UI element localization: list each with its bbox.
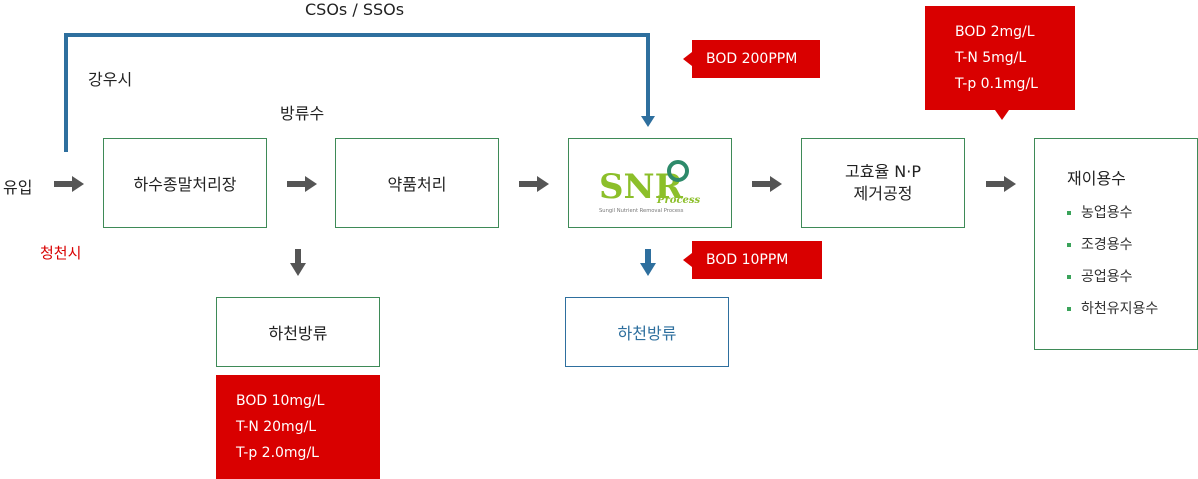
wwtp-box: 하수종말처리장 [103,138,267,228]
inflow-label: 유입 [3,178,33,197]
arrow-chemical-to-snr [519,176,549,192]
arrow-wwtp-to-chemical [287,176,317,192]
arrow-inflow [54,176,84,192]
bullet-icon [1067,243,1071,247]
np-removal-label-line1: 고효율 N·P [845,162,921,181]
reuse-quality-callout: BOD 2mg/L T-N 5mg/L T-p 0.1mg/L [925,6,1075,120]
bod-10-callout: BOD 10PPM [683,241,822,279]
river-discharge-box-1: 하천방류 [216,297,380,367]
reuse-water-box: 재이용수 농업용수 조경용수 공업용수 하천유지용수 [1034,138,1198,350]
chemical-treatment-label: 약품처리 [387,175,447,194]
bypass-arrowhead [641,116,655,127]
snr-logo-ring [667,160,689,182]
bypass-label: CSOs / SSOs [305,0,405,19]
arrow-snr-to-np [752,176,782,192]
snr-logo: SNR Process Sungil Nutrient Removal Proc… [599,160,701,214]
river-discharge-box-2: 하천방류 [565,297,729,367]
reuse-item: 농업용수 [1067,197,1158,229]
reuse-item: 하천유지용수 [1067,293,1158,325]
reuse-list: 농업용수 조경용수 공업용수 하천유지용수 [1067,197,1158,325]
arrow-wwtp-down [290,249,306,276]
arrow-np-to-reuse [986,176,1016,192]
bypass-line [64,33,650,152]
snr-logo-subtitle: Sungil Nutrient Removal Process [599,208,684,214]
arrow-snr-down [640,249,656,276]
river-discharge-label-2: 하천방류 [617,324,677,343]
reuse-item: 조경용수 [1067,229,1158,261]
bullet-icon [1067,211,1071,215]
rain-label: 강우시 [88,70,133,89]
discharge-quality-callout: BOD 10mg/L T-N 20mg/L T-p 2.0mg/L [216,375,380,479]
np-removal-label-line2: 제거공정 [853,184,913,203]
discharge-label: 방류수 [280,104,325,123]
bod-200-callout: BOD 200PPM [683,40,820,78]
snr-process-box: SNR Process Sungil Nutrient Removal Proc… [568,138,732,228]
clear-weather-label: 청천시 [40,244,82,262]
chemical-treatment-box: 약품처리 [335,138,499,228]
reuse-item: 공업용수 [1067,261,1158,293]
wwtp-label: 하수종말처리장 [133,175,237,194]
snr-logo-process: Process [656,195,701,206]
reuse-title: 재이용수 [1067,169,1126,188]
river-discharge-label-1: 하천방류 [268,324,328,343]
bullet-icon [1067,307,1071,311]
np-removal-box: 고효율 N·P 제거공정 [801,138,965,228]
bullet-icon [1067,275,1071,279]
